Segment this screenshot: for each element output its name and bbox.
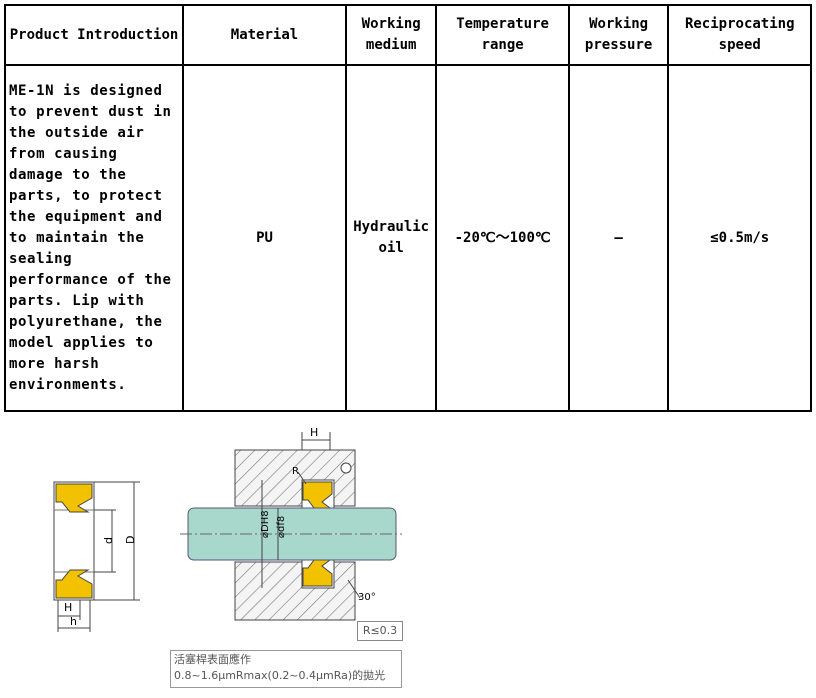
label-H-top: H	[310, 426, 318, 439]
header-temperature: Temperature range	[435, 4, 570, 66]
data-row: ME-1N is designed to prevent dust in the…	[3, 64, 812, 412]
cell-pressure: —	[567, 64, 670, 412]
header-material: Material	[182, 4, 347, 66]
housing-top	[234, 449, 356, 507]
label-df8: ⌀df8	[276, 516, 287, 538]
label-R: R	[292, 466, 299, 477]
cell-medium: Hydraulic oil	[344, 64, 438, 412]
surface-note: 活塞桿表面應作0.8~1.6μmRmax(0.2~0.4μmRa)的拋光	[170, 650, 402, 688]
label-d: d	[102, 537, 115, 544]
roughness-box: R≤0.3	[357, 621, 403, 641]
header-pressure: Working pressure	[567, 4, 670, 66]
header-speed: Reciprocating speed	[667, 4, 812, 66]
seal-lip-bottom	[55, 569, 93, 599]
seal-lip-top	[55, 483, 93, 513]
label-D: D	[124, 536, 137, 544]
seal-section-view: d D H h	[53, 481, 140, 632]
installation-view: ⌀DH8 ⌀df8 H R 30°	[180, 426, 402, 621]
label-h: h	[70, 615, 77, 628]
cell-introduction: ME-1N is designed to prevent dust in the…	[3, 64, 185, 412]
header-introduction: Product Introduction	[3, 4, 185, 66]
label-dh8: ⌀DH8	[260, 510, 271, 538]
header-row: Product Introduction Material Working me…	[3, 4, 812, 66]
cell-material: PU	[182, 64, 347, 412]
label-H-bottom: H	[64, 601, 72, 614]
spec-table: Product Introduction Material Working me…	[3, 4, 812, 412]
cell-temperature: -20℃～100℃	[435, 64, 570, 412]
header-medium: Working medium	[344, 4, 438, 66]
housing-bottom	[234, 561, 356, 621]
label-angle: 30°	[358, 592, 376, 603]
cell-speed: ≤0.5m/s	[667, 64, 812, 412]
seal-diagram: d D H h ⌀DH8 ⌀df8 H R 30°	[53, 426, 402, 632]
